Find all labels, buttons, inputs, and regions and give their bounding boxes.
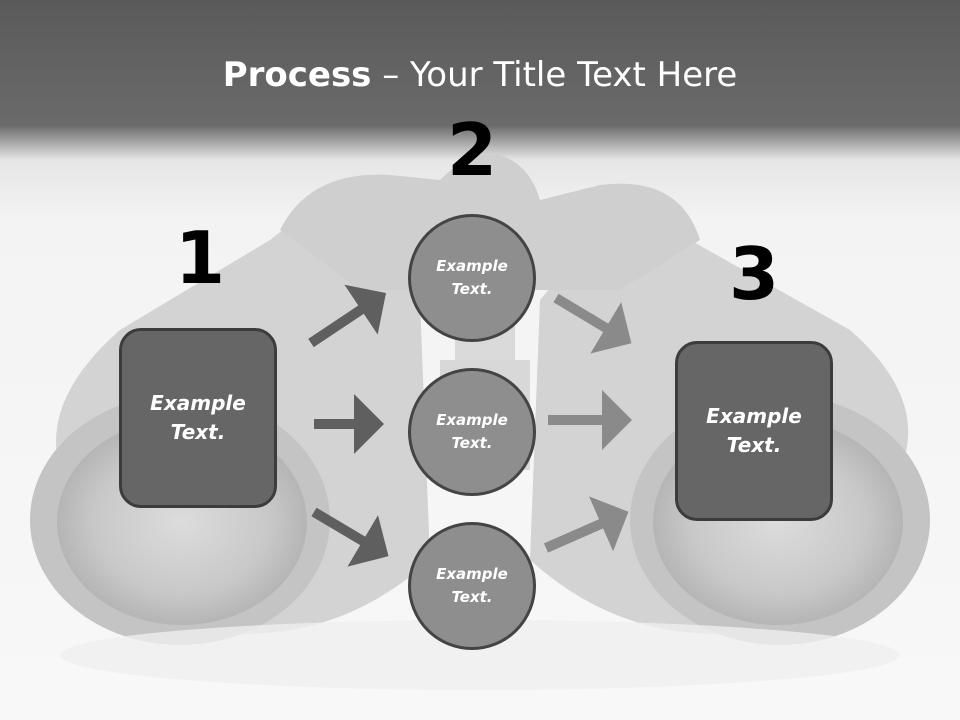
arrow-top-circle-to-step3 xyxy=(553,293,632,354)
circle-bottom: Example Text. xyxy=(408,522,536,650)
circle-top-text: Example Text. xyxy=(436,257,508,298)
arrow-step1-to-bottom-circle xyxy=(311,507,389,567)
slide-title: Process – Your Title Text Here xyxy=(0,52,960,98)
step-number-3: 3 xyxy=(728,232,780,316)
title-bold-part: Process xyxy=(222,55,372,95)
title-rest-part: – Your Title Text Here xyxy=(371,55,738,95)
circle-top: Example Text. xyxy=(408,214,536,342)
step3-box: Example Text. xyxy=(675,341,833,521)
step1-box: Example Text. xyxy=(119,328,277,508)
step-number-1: 1 xyxy=(174,216,226,300)
step-number-2: 2 xyxy=(446,108,498,192)
step3-box-text: Example Text. xyxy=(706,404,802,457)
step1-box-text: Example Text. xyxy=(150,391,246,444)
circle-bottom-text: Example Text. xyxy=(436,565,508,606)
circle-middle-text: Example Text. xyxy=(436,411,508,452)
circle-middle: Example Text. xyxy=(408,368,536,496)
arrow-step1-to-top-circle xyxy=(308,284,386,348)
arrow-bottom-circle-to-step3 xyxy=(543,496,629,553)
